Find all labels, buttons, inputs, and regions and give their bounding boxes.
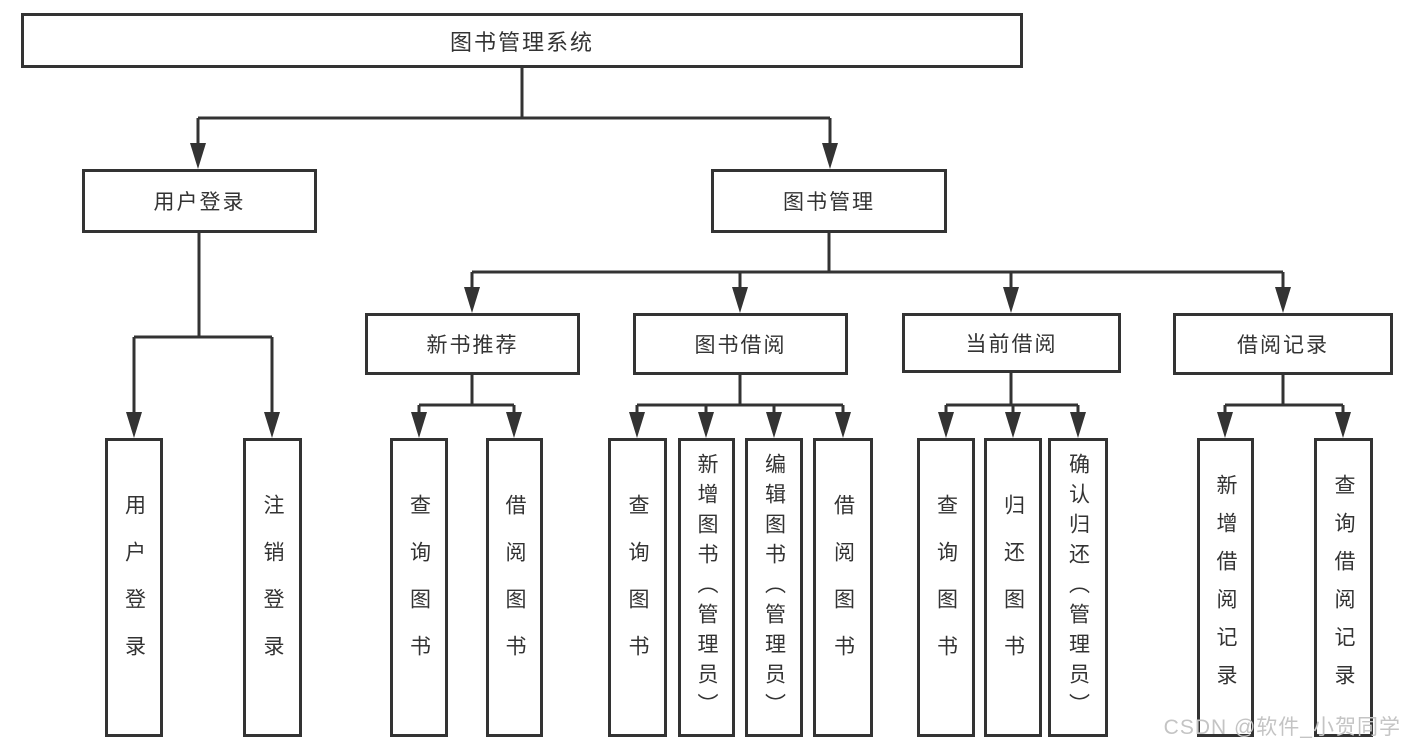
- node-book-management: 图书管理: [711, 169, 947, 233]
- node-root-library-system: 图书管理系统: [21, 13, 1023, 68]
- node-label: 注销登录: [261, 493, 284, 682]
- node-label: 查询图书: [934, 493, 958, 682]
- leaf-query-borrow-record: 查询借阅记录: [1314, 438, 1373, 737]
- node-current-borrow: 当前借阅: [902, 313, 1121, 373]
- leaf-user-login: 用户登录: [105, 438, 163, 737]
- leaf-recommend-borrow-books: 借阅图书: [486, 438, 543, 737]
- csdn-watermark: CSDN @软件_小贺同学: [1163, 716, 1401, 739]
- leaf-add-books-admin: 新增图书（管理员）: [678, 438, 735, 737]
- leaf-confirm-return-admin: 确认归还（管理员）: [1048, 438, 1108, 737]
- node-label: 查询图书: [626, 493, 649, 682]
- leaf-edit-books-admin: 编辑图书（管理员）: [745, 438, 803, 737]
- node-label: 新增图书（管理员）: [695, 452, 718, 723]
- leaf-add-borrow-record: 新增借阅记录: [1197, 438, 1254, 737]
- node-label: 图书管理: [783, 191, 875, 214]
- leaf-borrow-books: 借阅图书: [813, 438, 873, 737]
- leaf-borrow-query-books: 查询图书: [608, 438, 667, 737]
- node-label: 查询图书: [407, 493, 431, 682]
- leaf-recommend-query-books: 查询图书: [390, 438, 448, 737]
- node-label: 借阅图书: [831, 493, 855, 682]
- node-label: 图书管理系统: [449, 29, 594, 55]
- node-label: 新增借阅记录: [1214, 473, 1237, 702]
- node-label: 用户登录: [122, 493, 146, 682]
- node-borrow-records: 借阅记录: [1173, 313, 1393, 375]
- leaf-current-query-books: 查询图书: [917, 438, 975, 737]
- node-label: 归还图书: [1001, 493, 1025, 682]
- node-label: 查询借阅记录: [1332, 473, 1355, 702]
- node-new-book-recommend: 新书推荐: [365, 313, 580, 375]
- node-label: 确认归还（管理员）: [1066, 452, 1090, 723]
- node-label: 用户登录: [153, 191, 246, 214]
- node-label: 新书推荐: [426, 334, 519, 357]
- node-user-login: 用户登录: [82, 169, 317, 233]
- node-label: 借阅图书: [503, 493, 526, 682]
- node-book-borrow: 图书借阅: [633, 313, 848, 375]
- node-label: 编辑图书（管理员）: [762, 452, 786, 723]
- leaf-logout: 注销登录: [243, 438, 302, 737]
- node-label: 图书借阅: [694, 334, 787, 357]
- node-label: 借阅记录: [1237, 334, 1329, 357]
- leaf-return-books: 归还图书: [984, 438, 1042, 737]
- node-label: 当前借阅: [965, 333, 1058, 356]
